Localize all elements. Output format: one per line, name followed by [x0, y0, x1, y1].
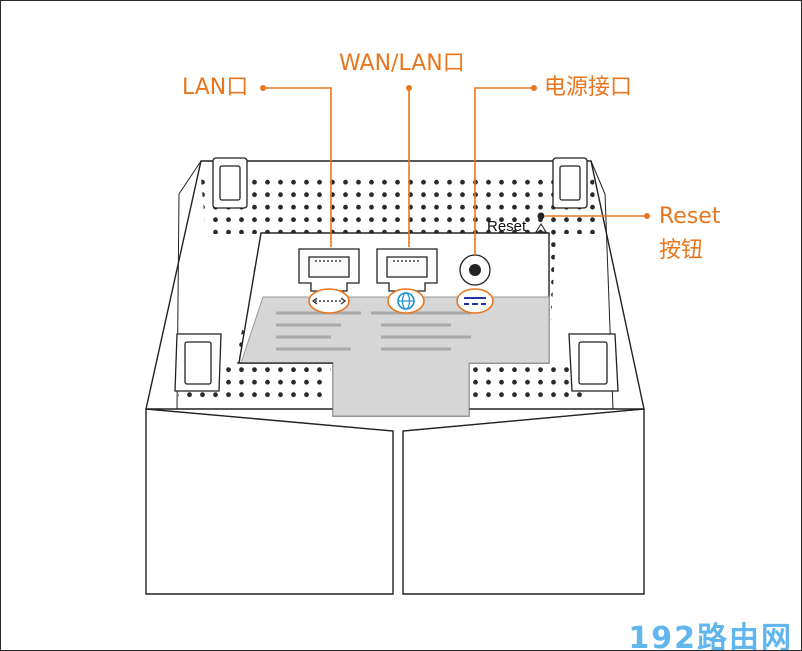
watermark-text: 192路由网 [628, 621, 793, 651]
power-port [459, 254, 491, 286]
lan-port [298, 248, 360, 292]
reset-hole [537, 212, 545, 220]
dc-power-icon [456, 288, 494, 314]
reset-button-label: 按钮 [659, 238, 704, 263]
device-reset-text: Reset [487, 218, 527, 235]
wan-lan-port [376, 248, 438, 292]
reset-label: Reset [659, 204, 721, 229]
wan-lan-port-label: WAN/LAN口 [339, 51, 465, 76]
lan-arrows-icon [308, 288, 350, 314]
triangle-icon [535, 222, 547, 233]
lan-port-label: LAN口 [182, 75, 249, 100]
globe-icon [387, 288, 425, 314]
rubber-feet [174, 157, 619, 392]
device-label-text [276, 311, 471, 351]
power-port-label: 电源接口 [544, 75, 633, 100]
callout-lines [260, 85, 650, 255]
